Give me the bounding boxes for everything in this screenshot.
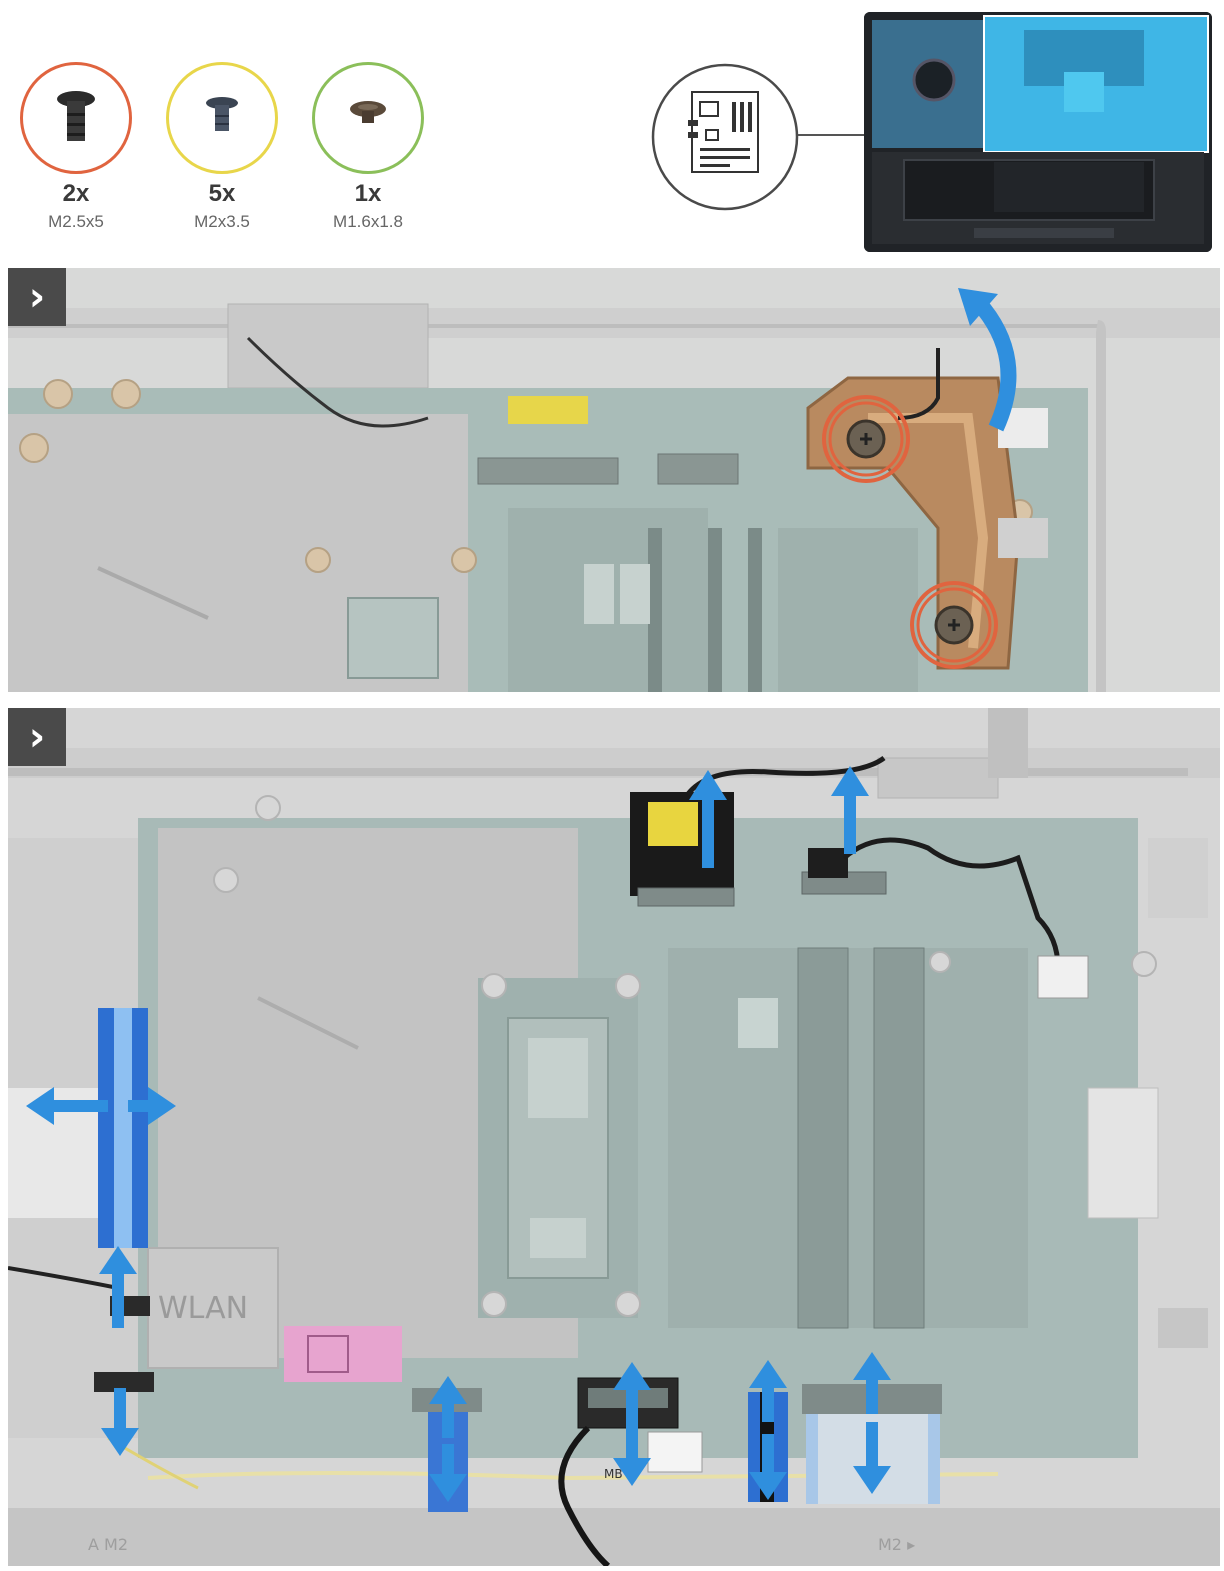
step-2-marker: › (8, 708, 66, 766)
wlan-label: WLAN (158, 1291, 248, 1326)
chevron-right-icon: › (28, 274, 46, 320)
chevron-right-icon: › (28, 714, 46, 760)
screw-icon (57, 91, 95, 141)
screw-m2x3-5-ring (166, 62, 278, 174)
screw-m2-5x5-ring (20, 62, 132, 174)
cable-tag-label: MB (604, 1467, 623, 1481)
step-1-marker: › (8, 268, 66, 326)
disconnect-arrows (26, 766, 891, 1502)
screw-m1-6x1-8-ring (312, 62, 424, 174)
screw-size-1: M2.5x5 (48, 212, 104, 231)
system-overview-thumbnail (864, 12, 1212, 252)
screw-count-3: 1x (354, 180, 382, 207)
screw-size-2: M2x3.5 (194, 212, 250, 231)
step-1-heatsink-panel (8, 268, 1220, 692)
step-2-cables-panel: WLAN A M2 M2 ▸ (8, 708, 1220, 1566)
m2-right-label: M2 ▸ (878, 1535, 915, 1554)
m2-left-label: A M2 (88, 1535, 128, 1554)
screw-location-2 (910, 581, 998, 669)
screw-size-3: M1.6x1.8 (333, 212, 403, 231)
screw-location-1 (822, 395, 910, 483)
screw-icon (206, 97, 238, 131)
screw-count-1: 2x (62, 180, 90, 207)
screw-count-2: 5x (208, 180, 236, 207)
screw-icon (350, 101, 386, 123)
motherboard-icon (650, 62, 800, 212)
cable-disconnect-illustration: WLAN A M2 M2 ▸ (8, 708, 1220, 1566)
heatsink-illustration (8, 288, 1220, 692)
